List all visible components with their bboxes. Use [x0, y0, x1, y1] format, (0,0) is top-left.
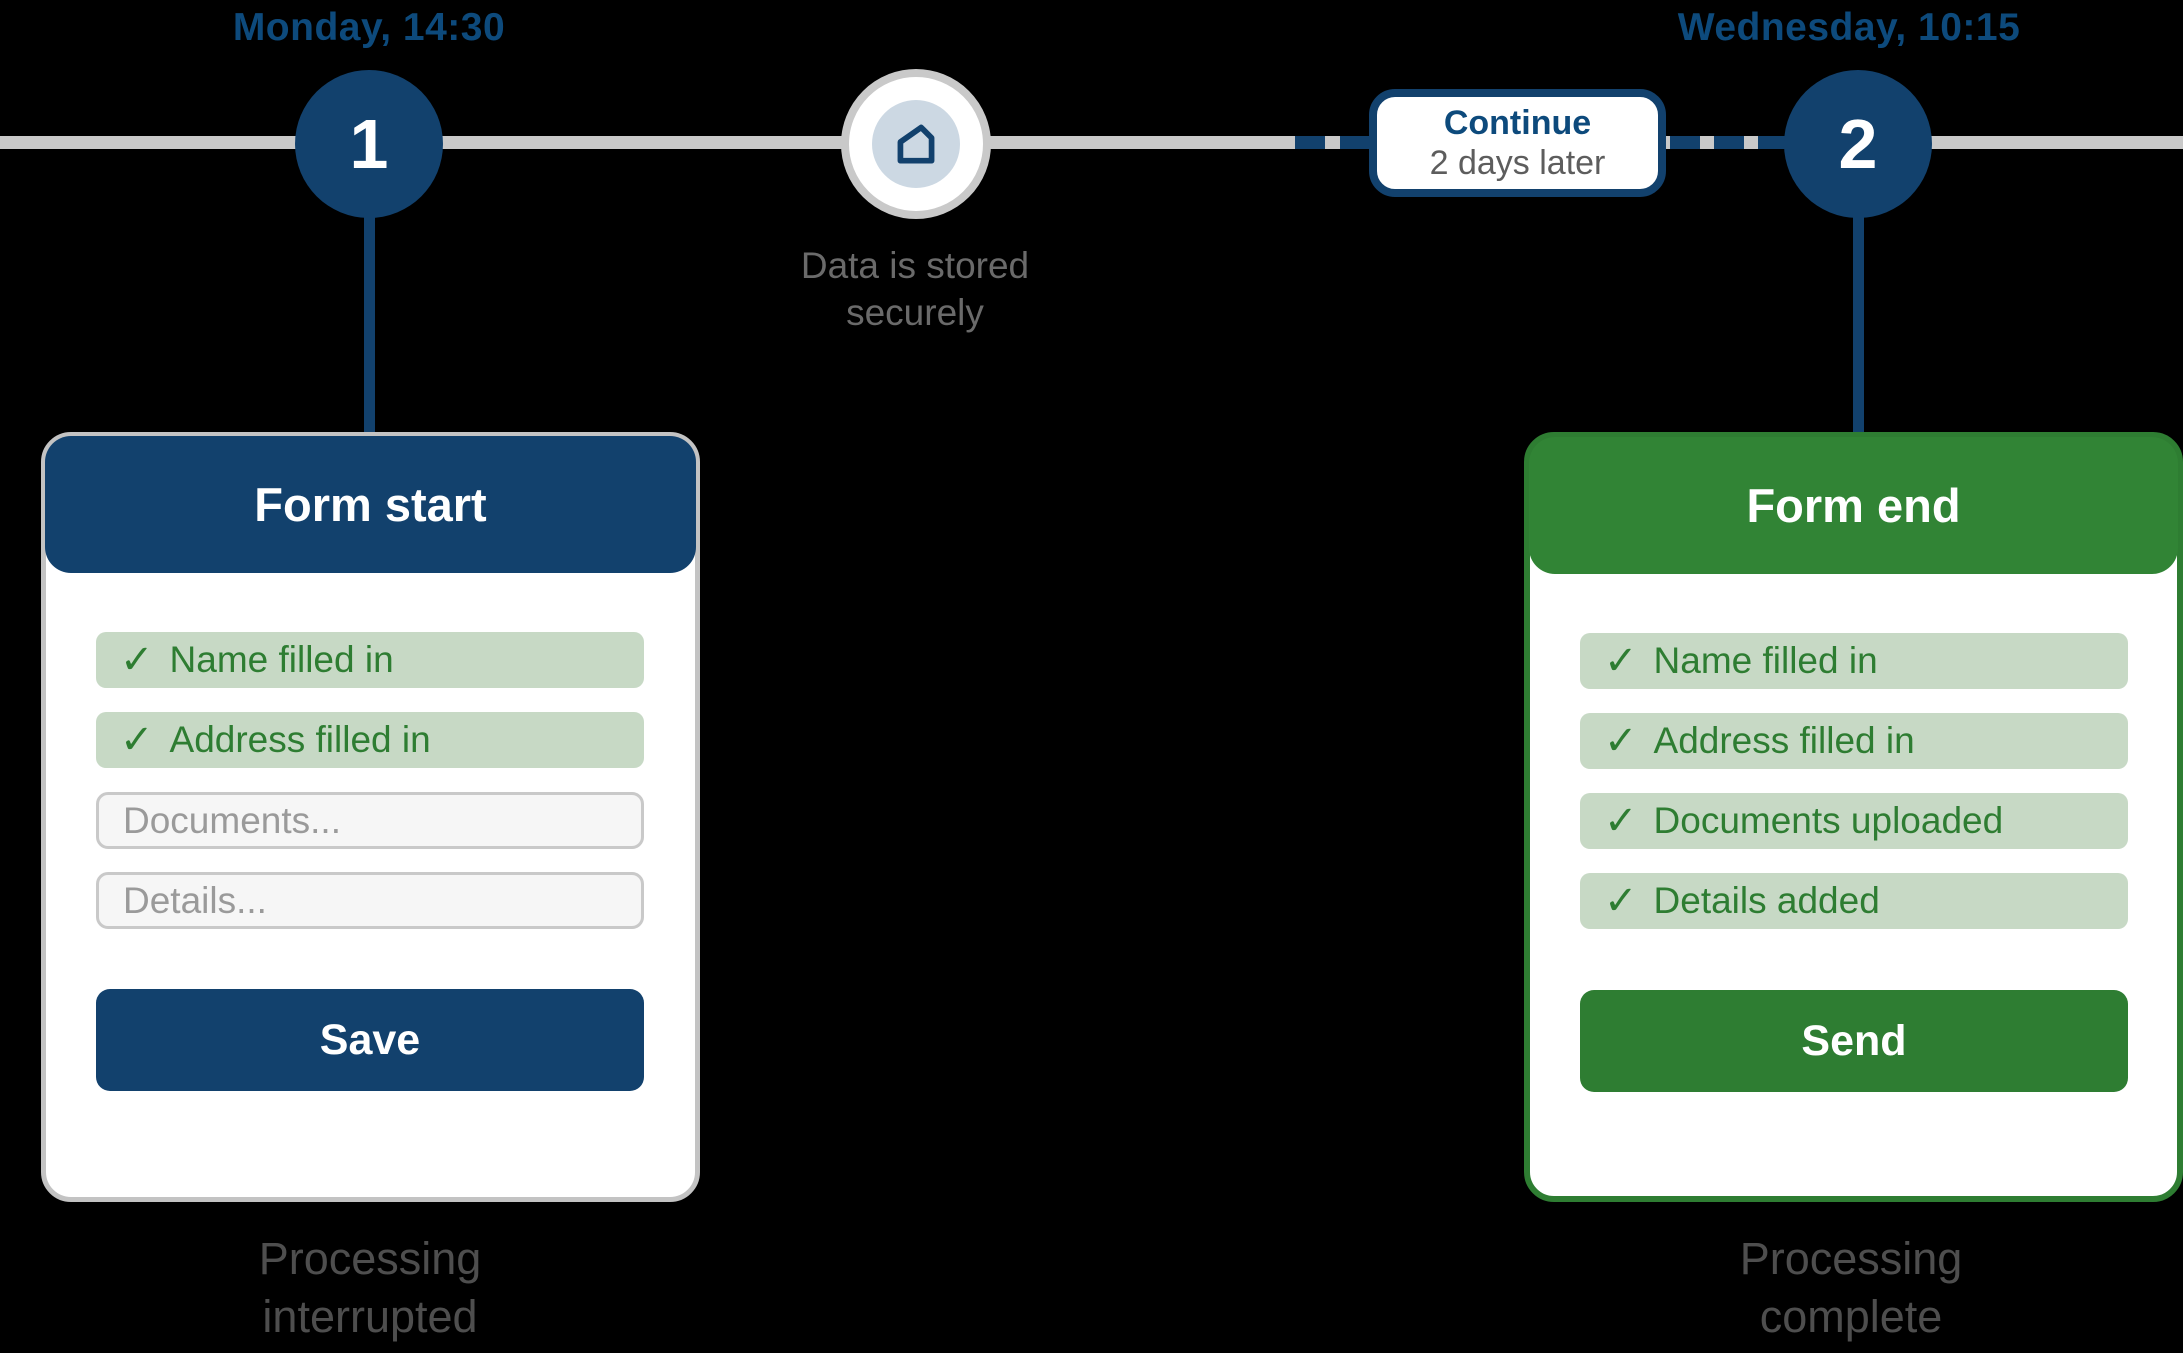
storage-caption-line1: Data is stored	[800, 245, 1030, 286]
form-end-card: Form end ✓ Name filled in ✓ Address fill…	[1524, 432, 2183, 1202]
check-icon: ✓	[120, 718, 154, 762]
step-2-number: 2	[1838, 105, 1878, 183]
status-line2: complete	[1759, 1291, 1943, 1342]
save-button-label: Save	[319, 1015, 421, 1064]
documents-field[interactable]	[96, 792, 644, 849]
form-start-status: Processing interrupted	[70, 1230, 670, 1346]
checklist-item-address: ✓ Address filled in	[96, 712, 644, 768]
checklist-item-documents: ✓ Documents uploaded	[1580, 793, 2128, 849]
form-start-card: Form start ✓ Name filled in ✓ Address fi…	[41, 432, 700, 1202]
checklist-item-label: Address filled in	[169, 719, 431, 760]
timeline-dash	[1670, 136, 1700, 149]
check-icon: ✓	[1604, 879, 1638, 923]
save-button[interactable]: Save	[96, 989, 644, 1091]
status-line1: Processing	[1739, 1233, 1963, 1284]
form-start-title: Form start	[254, 478, 487, 531]
timeline-dash	[1758, 136, 1788, 149]
check-icon: ✓	[1604, 799, 1638, 843]
home-icon	[889, 115, 943, 174]
checklist-item-address: ✓ Address filled in	[1580, 713, 2128, 769]
check-icon: ✓	[1604, 719, 1638, 763]
storage-icon-background	[872, 100, 960, 188]
checklist-item-name: ✓ Name filled in	[96, 632, 644, 688]
checklist-item-label: Name filled in	[1653, 640, 1878, 681]
form-end-title: Form end	[1746, 479, 1961, 532]
start-timestamp: Monday, 14:30	[232, 6, 506, 49]
checklist-item-label: Documents uploaded	[1653, 800, 2004, 841]
timeline-dash	[1340, 136, 1370, 149]
continue-sublabel: 2 days later	[1429, 144, 1606, 182]
checklist-item-details: ✓ Details added	[1580, 873, 2128, 929]
storage-caption-line2: securely	[846, 292, 984, 333]
checklist-item-label: Address filled in	[1653, 720, 1915, 761]
end-timestamp: Wednesday, 10:15	[1677, 6, 2021, 49]
timeline-dash	[1295, 136, 1325, 149]
step-1-connector	[364, 214, 375, 436]
status-line2: interrupted	[262, 1291, 478, 1342]
timeline-dash	[1714, 136, 1744, 149]
step-1-node: 1	[295, 70, 443, 218]
details-field[interactable]	[96, 872, 644, 929]
step-1-number: 1	[349, 105, 389, 183]
continue-label: Continue	[1443, 104, 1592, 142]
form-start-header: Form start	[45, 436, 696, 573]
form-end-header: Form end	[1529, 437, 2178, 574]
checklist-item-name: ✓ Name filled in	[1580, 633, 2128, 689]
check-icon: ✓	[1604, 639, 1638, 683]
status-line1: Processing	[258, 1233, 482, 1284]
storage-node	[841, 69, 991, 219]
checklist-item-label: Name filled in	[169, 639, 394, 680]
storage-caption: Data is stored securely	[665, 242, 1165, 336]
step-2-connector	[1853, 214, 1864, 436]
send-button[interactable]: Send	[1580, 990, 2128, 1092]
form-end-status: Processing complete	[1551, 1230, 2151, 1346]
checklist-item-label: Details added	[1653, 880, 1880, 921]
send-button-label: Send	[1801, 1016, 1907, 1065]
continue-badge[interactable]: Continue 2 days later	[1369, 89, 1666, 197]
step-2-node: 2	[1784, 70, 1932, 218]
check-icon: ✓	[120, 638, 154, 682]
